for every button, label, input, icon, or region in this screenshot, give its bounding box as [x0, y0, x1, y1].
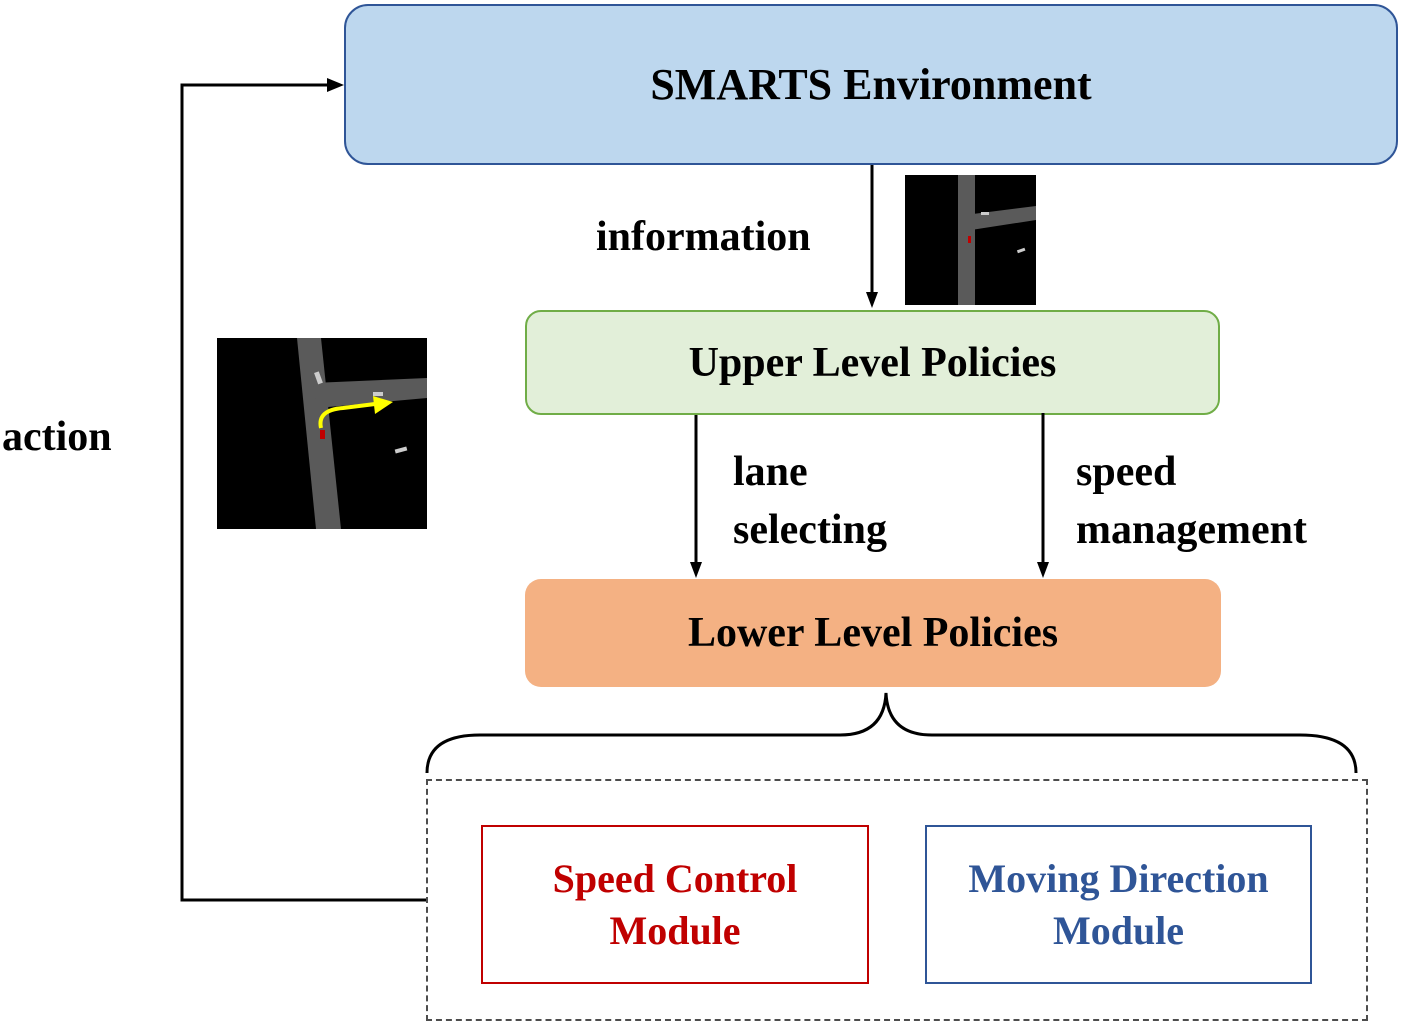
lower-level-policies-title: Lower Level Policies: [687, 610, 1059, 656]
other-vehicle: [981, 212, 989, 215]
information-label: information: [596, 214, 811, 260]
action-thumbnail-image: [217, 338, 427, 529]
observation-thumbnail-drawing: [958, 175, 1036, 305]
speed-management-arrowhead: [1037, 562, 1049, 578]
speed-management-label-line2: management: [1076, 507, 1307, 553]
speed-control-module-line2: Module: [609, 907, 741, 953]
other-vehicle: [1016, 247, 1026, 254]
information-arrowhead: [866, 292, 878, 308]
other-vehicle: [373, 392, 383, 396]
lane-selecting-arrowhead: [690, 562, 702, 578]
curly-brace: [425, 692, 1358, 774]
lane-selecting-label: lane selecting: [733, 443, 887, 559]
upper-level-policies-box: Upper Level Policies: [525, 310, 1220, 415]
speed-management-label-line1: speed: [1076, 449, 1177, 495]
lane-selecting-label-line1: lane: [733, 449, 808, 495]
other-vehicle: [394, 446, 408, 454]
ego-vehicle: [968, 236, 971, 243]
modules-container: [426, 779, 1368, 1021]
lane-selecting-label-line2: selecting: [733, 507, 887, 553]
action-label: action: [2, 414, 112, 460]
moving-direction-module-box: Moving Direction Module: [925, 825, 1312, 984]
vertical-road: [297, 338, 341, 529]
smarts-environment-box: SMARTS Environment: [344, 4, 1398, 165]
moving-direction-module-line2: Module: [1052, 907, 1185, 953]
action-arrowhead: [327, 78, 344, 92]
moving-direction-module-line1: Moving Direction: [968, 855, 1269, 901]
speed-management-label: speed management: [1076, 443, 1307, 559]
vertical-road: [958, 175, 975, 305]
horizontal-road: [965, 206, 1036, 230]
speed-control-module-line1: Speed Control: [552, 855, 798, 901]
smarts-environment-title: SMARTS Environment: [650, 60, 1092, 109]
speed-control-module-box: Speed Control Module: [481, 825, 869, 984]
observation-thumbnail-image: [905, 175, 1036, 305]
upper-level-policies-title: Upper Level Policies: [688, 339, 1057, 386]
ego-vehicle: [320, 430, 325, 439]
lower-level-policies-box: Lower Level Policies: [525, 579, 1221, 687]
action-thumbnail-drawing: [297, 338, 427, 529]
